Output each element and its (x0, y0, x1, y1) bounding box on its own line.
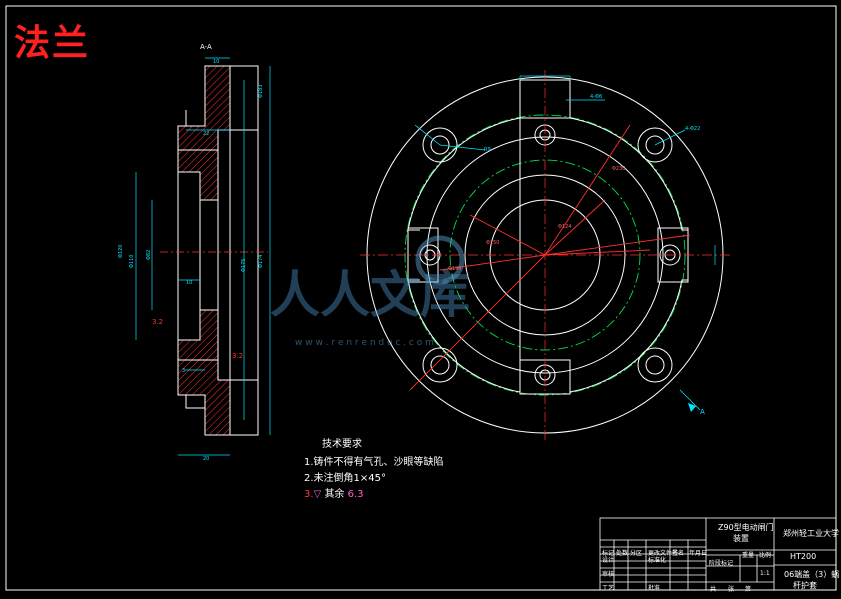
dim-total-width: 20 (203, 456, 209, 462)
tb-label-count: 处数 (616, 550, 629, 557)
dim-pcd-b: Φ124 (558, 224, 571, 230)
tb-project: Z90型电动闸门 (718, 523, 774, 532)
tech-note-3-prefix: 3. (304, 489, 314, 500)
tb-label-process: 工艺 (602, 585, 615, 592)
roughness-b: 3.2 (232, 352, 243, 360)
drawing-frame (5, 5, 837, 591)
tb-label-designer: 设计 (602, 557, 615, 564)
tb-part-name: 06端盖（3）蜗 (784, 570, 840, 579)
tb-label-std: 标准化 (648, 557, 667, 564)
tb-part-name-2: 杆护套 (793, 581, 817, 590)
dim-bottom-small: 3 (182, 368, 185, 374)
tb-label-scale: 比例 (759, 552, 772, 559)
tb-label-page: 第 (745, 586, 752, 593)
tb-label-review: 审核 (602, 571, 615, 578)
tb-label-sign: 签名 (672, 550, 685, 557)
roughness-a: 3.2 (152, 318, 163, 326)
dim-right-1: Φ183 (258, 85, 264, 98)
dim-hole-large: 4-Φ22 (685, 126, 700, 132)
dim-top-width: 10 (213, 59, 219, 65)
tb-material: HT200 (790, 552, 817, 561)
tb-label-total: 共 (710, 586, 717, 593)
dim-mid-step: 10 (186, 280, 192, 286)
tech-notes-heading: 技术要求 (322, 439, 362, 450)
dim-pcd-c: Φ190 (448, 266, 461, 272)
tech-note-3: 3.▽ 其余 6.3 (304, 487, 444, 503)
dim-pcd-d: Φ230 (612, 166, 625, 172)
view-arrow (688, 403, 696, 412)
dim-inner-step: 22 (203, 131, 209, 137)
tb-assembly: 装置 (733, 534, 749, 543)
dim-outer-dia-left: Φ120 (118, 245, 124, 258)
section-hatch-lower-hub (177, 309, 219, 361)
section-label: A-A (200, 43, 212, 51)
dim-pcd-a: Φ150 (486, 240, 499, 246)
watermark-logo (415, 235, 465, 285)
tech-note-3-rest: 其余 (324, 489, 345, 500)
section-view (135, 57, 271, 456)
dim-hub-dia: Φ110 (129, 255, 135, 268)
dim-right-3: Φ175 (241, 259, 247, 272)
section-hatch-top (177, 65, 231, 151)
tb-label-approve: 批准 (648, 585, 661, 592)
front-view (360, 70, 730, 440)
tb-label-mark: 标记 (602, 550, 615, 557)
tb-scale: 1:1 (760, 570, 770, 577)
tech-note-1: 1.铸件不得有气孔、沙眼等缺陷 (304, 457, 444, 468)
tb-label-date: 年月日 (689, 550, 708, 557)
tech-note-2: 2.未注倒角1×45° (304, 473, 387, 484)
tb-label-sheet: 张 (728, 586, 735, 593)
watermark-url: w w w . r e n r e n d o c . c o m (295, 338, 434, 348)
dim-hole-small: 4-Φ8 (590, 94, 602, 100)
tech-note-roughness: 6.3 (347, 489, 364, 500)
tb-label-stage: 阶段标记 (709, 560, 734, 567)
tb-label-zone: 分区 (630, 550, 643, 557)
tb-school: 郑州轻工业大学 (783, 529, 839, 538)
view-marker: A (700, 408, 705, 416)
title-block (599, 517, 837, 591)
dim-bore-dia: Φ82 (146, 250, 152, 260)
drawing-title: 法兰 (14, 23, 91, 64)
tb-label-weight: 重量 (742, 552, 755, 559)
section-outline (177, 65, 259, 436)
watermark-text: 人人文库 (270, 266, 470, 324)
section-hatch-upper-hub (177, 149, 219, 201)
roughness-check-icon: ▽ (313, 489, 322, 500)
dim-r-label: R9 (484, 147, 491, 153)
tb-label-doc: 更改文件号 (648, 550, 679, 557)
dim-right-2: Φ174 (258, 255, 264, 268)
cross-lug-outline (407, 79, 689, 393)
technical-notes: 技术要求 1.铸件不得有气孔、沙眼等缺陷 2.未注倒角1×45° 3.▽ 其余 … (304, 437, 444, 503)
